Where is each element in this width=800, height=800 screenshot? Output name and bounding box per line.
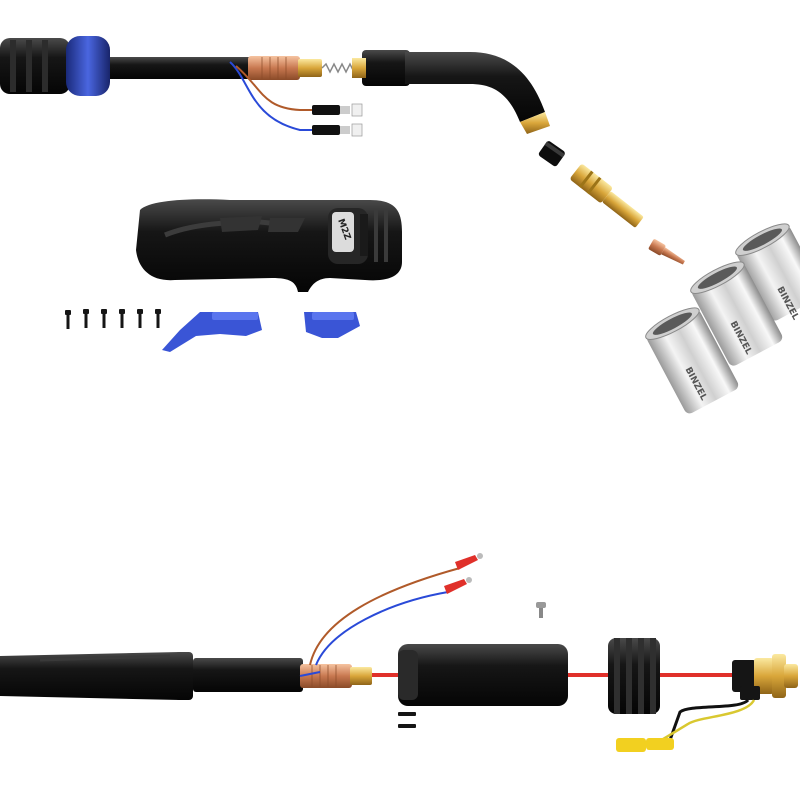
top-blue-ring <box>66 36 110 96</box>
blue-trigger-left <box>162 312 262 352</box>
euro-connector-plug <box>732 654 798 700</box>
bottom-cable <box>0 652 180 700</box>
top-neck-connector <box>362 50 410 86</box>
top-swan-neck <box>405 52 545 122</box>
nozzle-right: BINZEL <box>735 223 800 322</box>
top-cable <box>100 57 260 79</box>
yellow-black-wire <box>668 698 750 741</box>
top-blue-wire <box>229 61 312 131</box>
top-torch-assembly <box>0 36 550 137</box>
top-brass-nut <box>298 59 322 77</box>
top-handle-back <box>0 38 70 94</box>
blue-trigger-right <box>304 312 360 338</box>
bottom-assembly <box>0 553 798 752</box>
top-brown-wire <box>235 65 312 111</box>
insulator-ring <box>538 141 565 167</box>
top-copper-adapter <box>248 56 300 80</box>
bottom-brown-wire <box>309 567 461 666</box>
yellow-wire <box>654 699 756 746</box>
consumables <box>538 141 685 265</box>
bottom-blue-wire <box>315 591 449 666</box>
gas-diffuser <box>570 164 644 228</box>
contact-tip <box>648 239 685 265</box>
nozzle-middle: BINZEL <box>690 261 783 366</box>
bottom-screws <box>398 712 416 728</box>
handle-shell: M2Z <box>136 199 402 292</box>
small-screw <box>536 602 546 618</box>
screws-row <box>65 309 161 329</box>
connector-sleeve <box>398 644 568 706</box>
bottom-copper-adapter <box>300 664 352 688</box>
nozzle-left: BINZEL <box>645 307 739 414</box>
knurled-nut <box>608 638 660 714</box>
